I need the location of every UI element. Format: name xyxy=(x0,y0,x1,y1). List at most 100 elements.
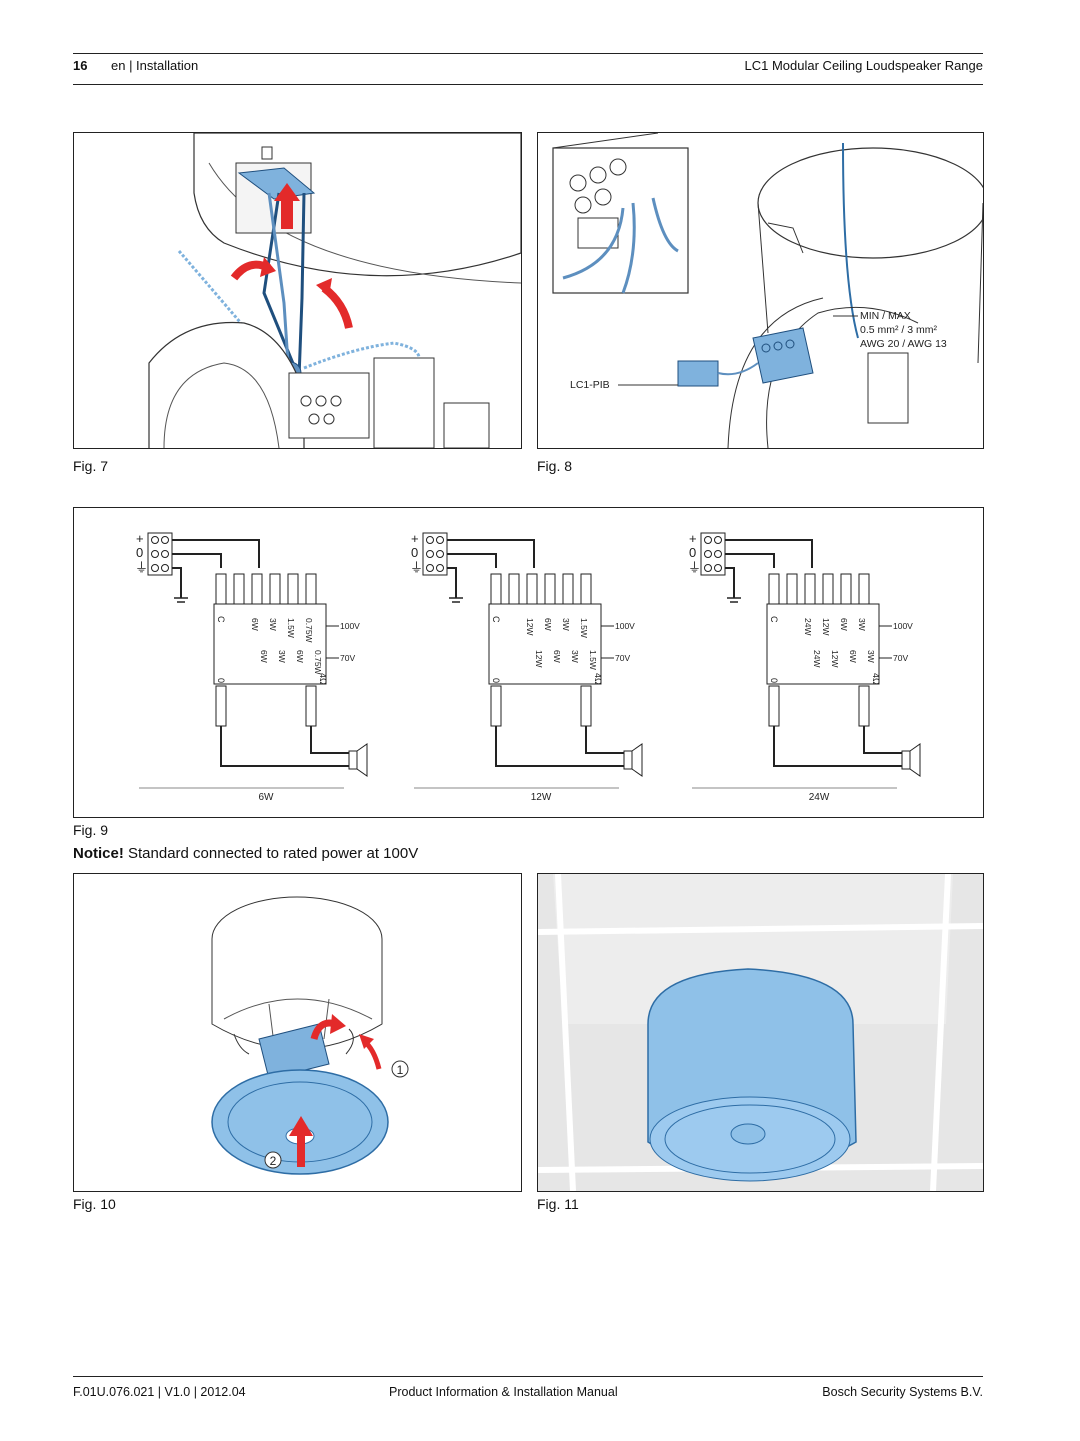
speaker-cone-icon xyxy=(631,743,643,777)
terminal-hole xyxy=(151,564,159,572)
terminal-hole xyxy=(436,550,444,558)
terminal-hole xyxy=(714,550,722,558)
ground-terminal-symbol: ⏚ xyxy=(135,560,148,575)
wire-ground xyxy=(172,567,182,598)
lc1-pib-label: LC1-PIB xyxy=(570,379,610,391)
speaker-icon xyxy=(901,750,911,770)
terminal-0-label: 0 xyxy=(769,678,779,683)
wire-plus xyxy=(172,539,260,568)
terminal-hole xyxy=(161,564,169,572)
tap-connector xyxy=(768,573,780,605)
figure-11-caption: Fig. 11 xyxy=(537,1196,579,1212)
voltage-100v-label: 100V xyxy=(340,621,360,631)
voltage-100v-label: 100V xyxy=(615,621,635,631)
tap-70v-label: 3W xyxy=(277,650,287,663)
notice-label: Notice! xyxy=(73,845,124,862)
tap-connector xyxy=(526,573,538,605)
plus-terminal-symbol: + xyxy=(689,531,697,546)
section-label: en | Installation xyxy=(111,58,199,73)
speaker-wire xyxy=(310,726,349,754)
rated-power-label: 24W xyxy=(809,792,830,803)
document-title: LC1 Modular Ceiling Loudspeaker Range xyxy=(744,58,983,73)
voltage-70v-label: 70V xyxy=(340,653,355,663)
terminal-c-label: C xyxy=(216,616,226,623)
terminal-hole xyxy=(714,564,722,572)
tap-connector xyxy=(287,573,299,605)
wire-plus xyxy=(447,539,535,568)
terminal-hole xyxy=(436,536,444,544)
output-connector xyxy=(215,685,227,727)
footer-company: Bosch Security Systems B.V. xyxy=(822,1385,983,1399)
speaker-wire xyxy=(863,726,902,754)
footer-doc-id: F.01U.076.021 | V1.0 | 2012.04 xyxy=(73,1385,246,1399)
speaker-wire xyxy=(773,726,902,767)
tap-70v-label: 12W xyxy=(534,650,544,667)
output-connector xyxy=(580,685,592,727)
zero-terminal-symbol: 0 xyxy=(136,545,143,560)
tap-100v-label: 6W xyxy=(543,618,553,631)
rated-power-label: 6W xyxy=(259,792,275,803)
voltage-70v-label: 70V xyxy=(615,653,630,663)
wire-zero xyxy=(172,553,222,568)
tap-connector xyxy=(562,573,574,605)
terminal-hole xyxy=(714,536,722,544)
figure-11-image xyxy=(537,873,984,1192)
terminal-c-label: C xyxy=(491,616,501,623)
transformer-body xyxy=(488,603,602,685)
figure-10-image: 1 2 xyxy=(73,873,522,1192)
output-connector xyxy=(305,685,317,727)
tap-connector xyxy=(858,573,870,605)
zero-terminal-symbol: 0 xyxy=(411,545,418,560)
transformer-body xyxy=(766,603,880,685)
tap-70v-label: 12W xyxy=(830,650,840,667)
speaker-wire xyxy=(585,726,624,754)
tap-connector xyxy=(786,573,798,605)
header-rule-bottom xyxy=(73,84,983,85)
terminal-hole xyxy=(704,564,712,572)
speaker-cone-icon xyxy=(356,743,368,777)
tap-connector xyxy=(305,573,317,605)
tap-100v-label: 1.5W xyxy=(579,618,589,638)
ground-terminal-symbol: ⏚ xyxy=(688,560,701,575)
terminal-hole xyxy=(151,550,159,558)
output-connector xyxy=(490,685,502,727)
terminal-0-label: 0 xyxy=(491,678,501,683)
tap-100v-label: 6W xyxy=(250,618,260,631)
tap-70v-label: 6W xyxy=(848,650,858,663)
tap-connector xyxy=(269,573,281,605)
tap-70v-label: 3W xyxy=(866,650,876,663)
tap-connector xyxy=(490,573,502,605)
tap-connector xyxy=(580,573,592,605)
rated-power-label: 12W xyxy=(531,792,552,803)
tap-70v-label: 6W xyxy=(295,650,305,663)
notice-text: Notice! Standard connected to rated powe… xyxy=(73,845,418,862)
terminal-hole xyxy=(161,550,169,558)
plus-terminal-symbol: + xyxy=(411,531,419,546)
ground-terminal-symbol: ⏚ xyxy=(410,560,423,575)
step-2-marker: 2 xyxy=(270,1154,277,1168)
speaker-cone-icon xyxy=(909,743,921,777)
wire-zero xyxy=(447,553,497,568)
speaker-icon xyxy=(623,750,633,770)
tap-100v-label: 12W xyxy=(821,618,831,635)
tap-connector xyxy=(544,573,556,605)
tap-100v-label: 12W xyxy=(525,618,535,635)
figure-7-caption: Fig. 7 xyxy=(73,458,109,474)
terminal-hole xyxy=(436,564,444,572)
terminal-hole xyxy=(704,536,712,544)
output-connector xyxy=(858,685,870,727)
terminal-4ohm-label: 4Ω xyxy=(593,673,603,685)
speaker-icon xyxy=(348,750,358,770)
output-connector xyxy=(768,685,780,727)
tap-100v-label: 24W xyxy=(803,618,813,635)
figure-10-caption: Fig. 10 xyxy=(73,1196,116,1212)
tap-100v-label: 0.75W xyxy=(304,618,314,643)
terminal-hole xyxy=(426,550,434,558)
terminal-hole xyxy=(704,550,712,558)
page-number: 16 xyxy=(73,58,88,73)
tap-connector xyxy=(233,573,245,605)
tap-connector xyxy=(822,573,834,605)
terminal-hole xyxy=(161,536,169,544)
header-rule-top xyxy=(73,53,983,54)
